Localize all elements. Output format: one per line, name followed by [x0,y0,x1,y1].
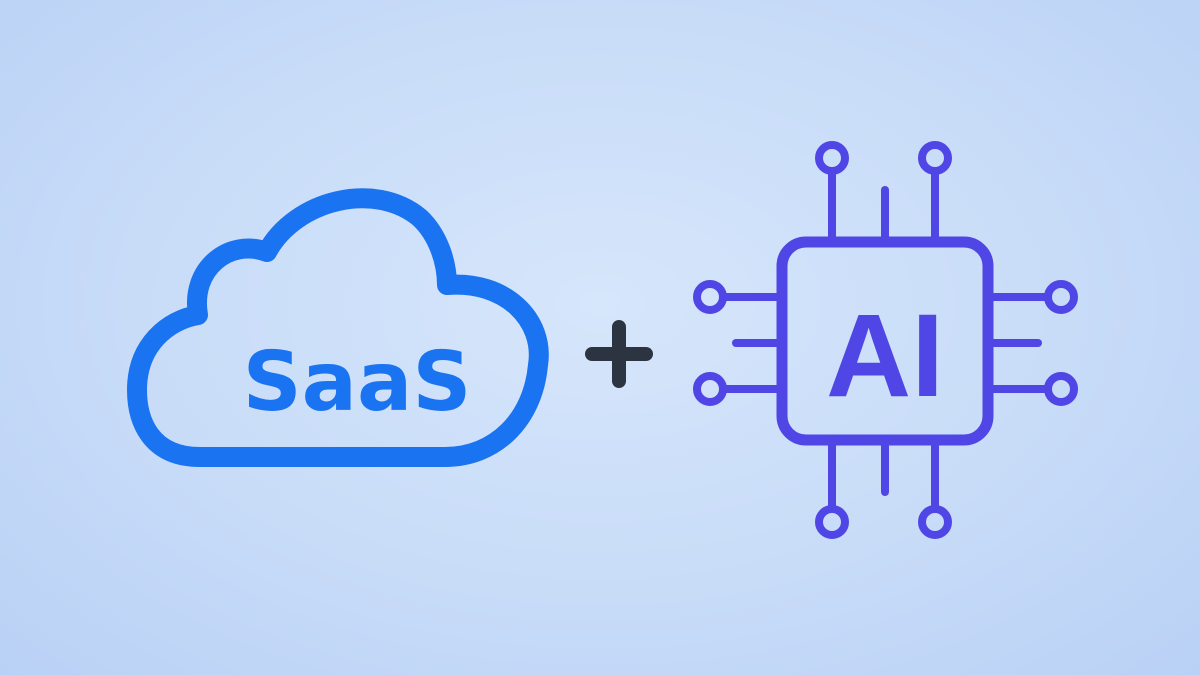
cloud-icon [127,188,549,467]
ai-chip-group: AI [693,141,1078,539]
saas-cloud-group: SaaS [127,188,549,467]
saas-label: SaaS [243,335,472,430]
plus-icon [585,320,653,388]
microchip-icon [693,141,1078,539]
ai-label: AI [826,290,944,422]
